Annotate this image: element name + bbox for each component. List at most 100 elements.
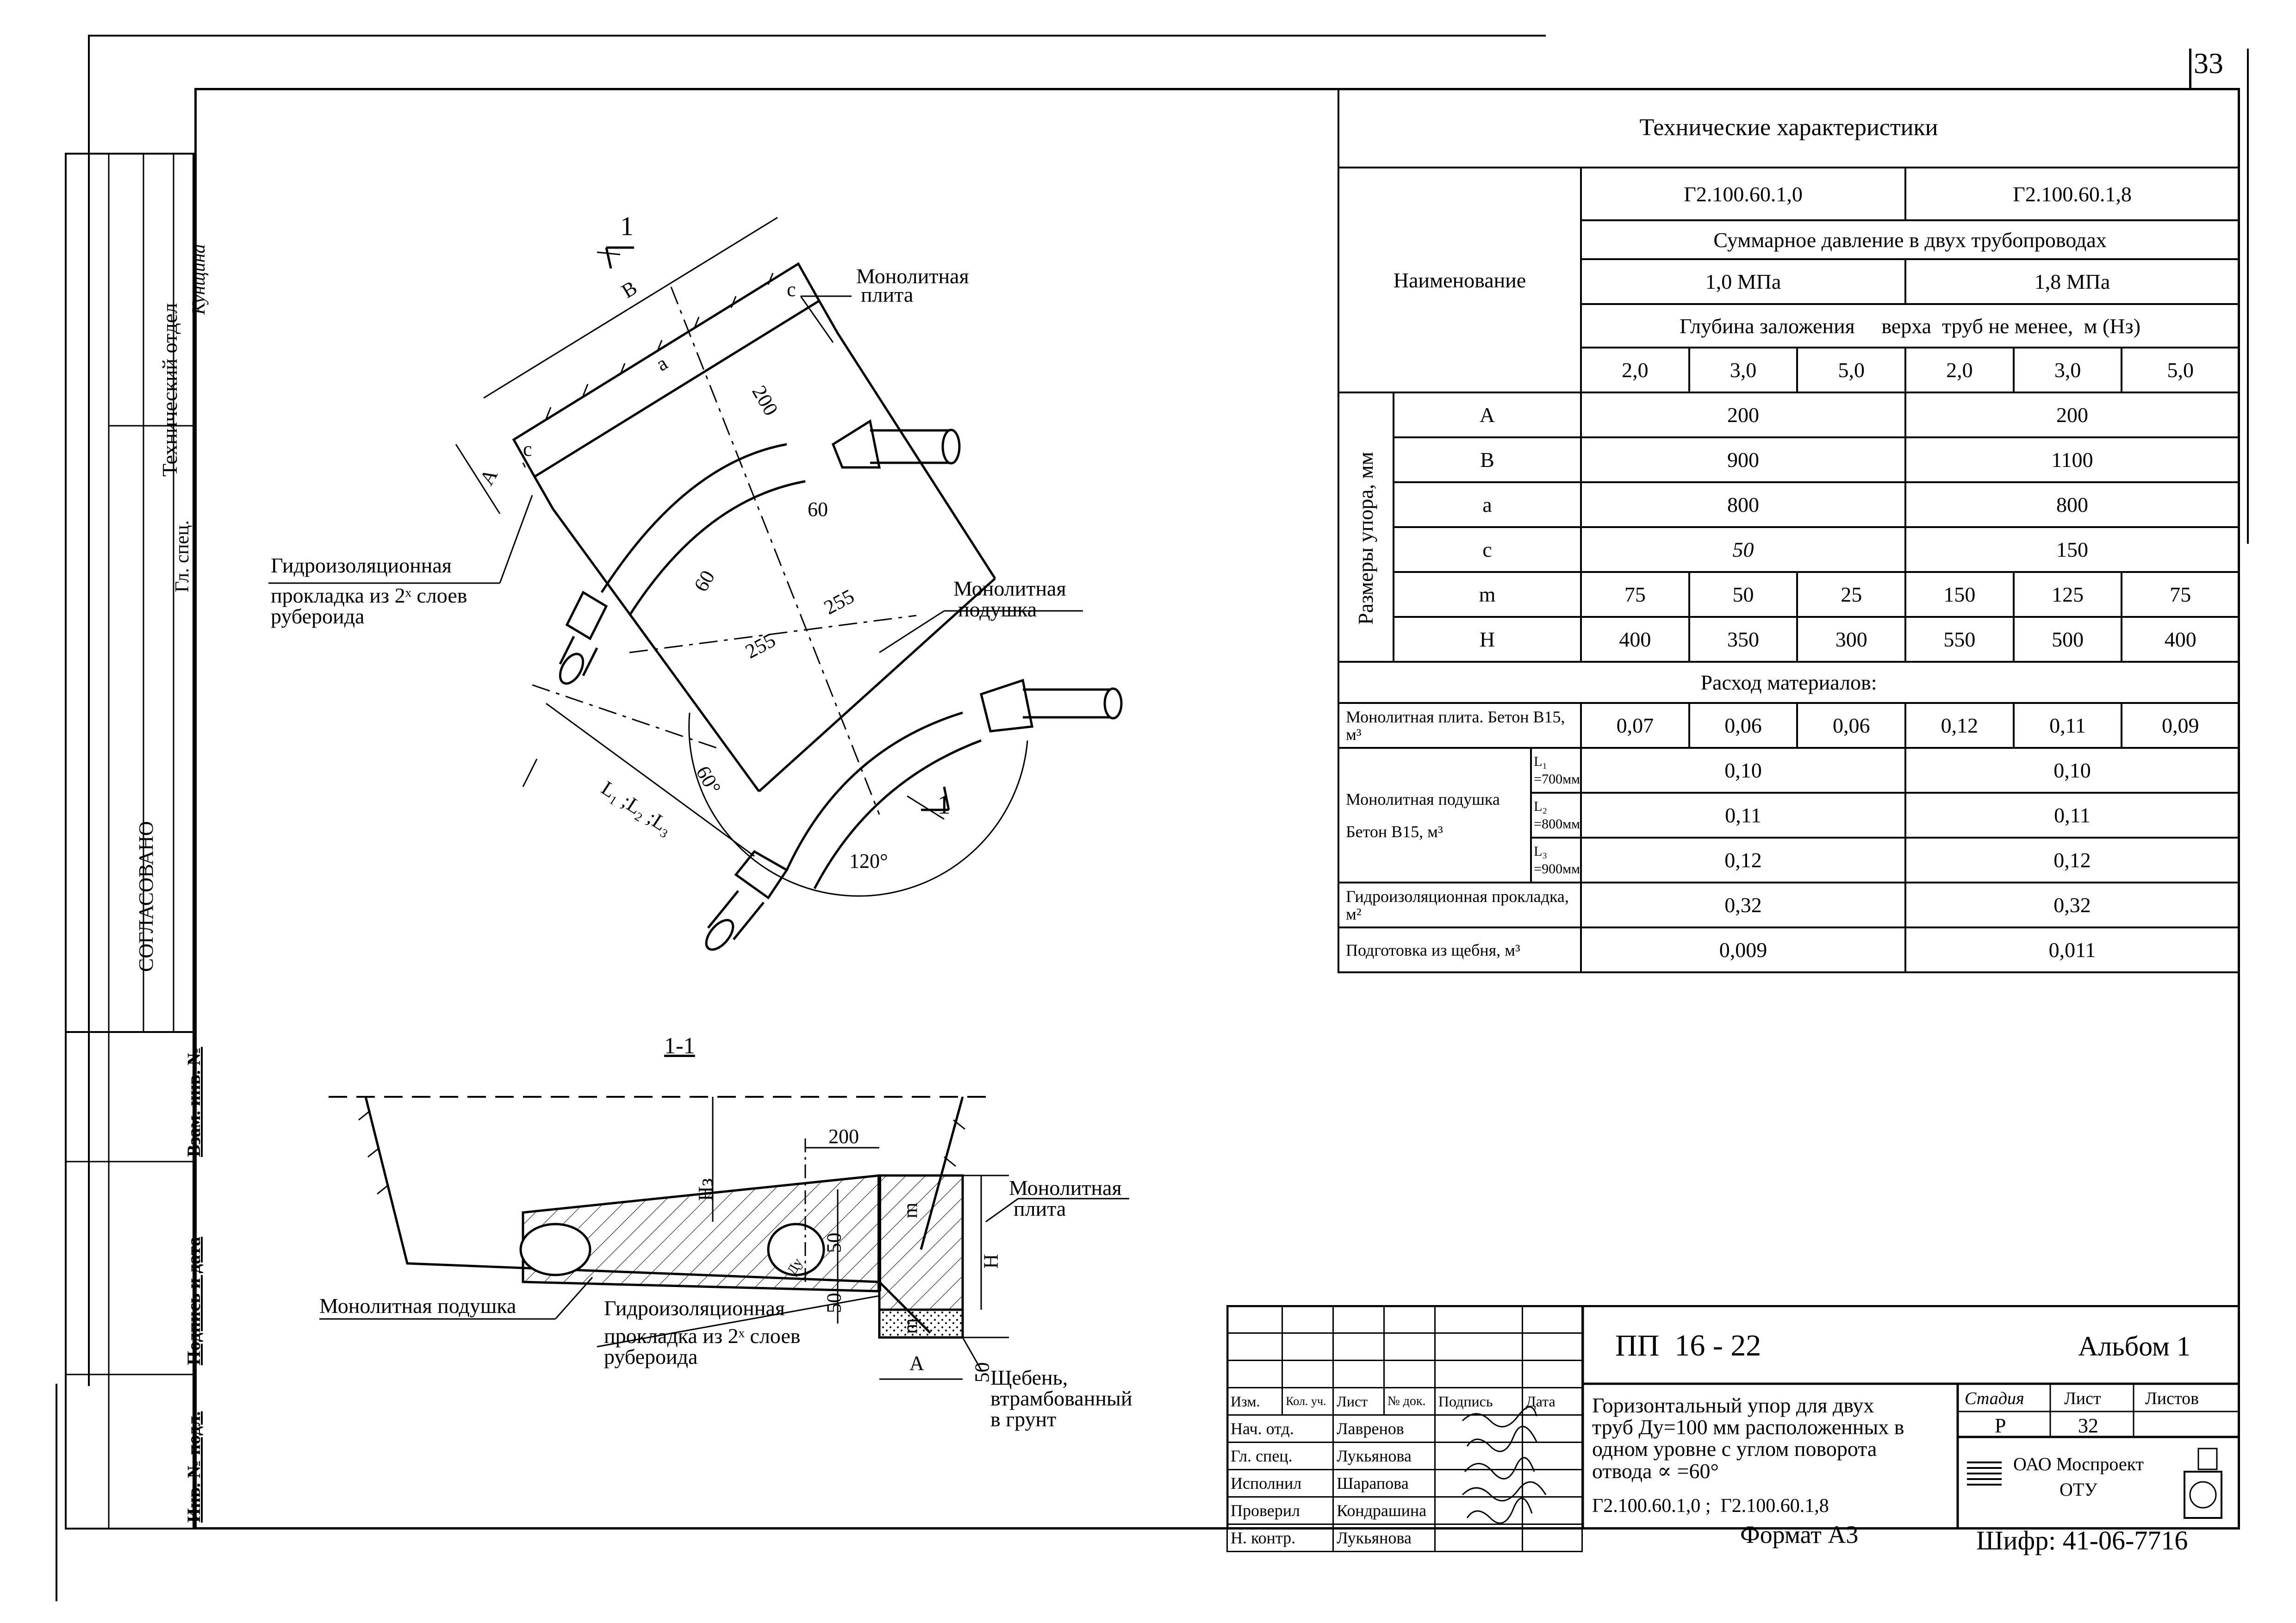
org-logo-icon xyxy=(1967,1458,2002,1488)
outer-frame-left xyxy=(88,35,90,1386)
tech-row-h-val: 550 xyxy=(1904,616,2015,663)
tech-row-v2: 800 xyxy=(1904,481,2240,528)
stamp-name: Кондрашина xyxy=(1332,1496,1436,1525)
section-wp-label-2: прокладка из 2ˣ слоев xyxy=(604,1324,801,1348)
plan-section-mark-top: 1 xyxy=(620,211,634,241)
tech-gravel-label: Подготовка из щебня, м³ xyxy=(1337,927,1582,973)
org-name-2: ОТУ xyxy=(2060,1479,2097,1500)
tech-waterproof-v2: 0,32 xyxy=(1904,882,2240,928)
tech-row-name: А xyxy=(1392,392,1582,438)
tech-row-v2: 200 xyxy=(1904,392,2240,438)
plan-dim-60a: 60 xyxy=(808,498,828,521)
page-number: 33 xyxy=(2194,47,2223,80)
plan-cushion-label-1: Монолитная xyxy=(953,577,1066,600)
section-wp-label-1: Гидроизоляционная xyxy=(604,1296,785,1320)
section-dim-200: 200 xyxy=(828,1125,859,1148)
description-line-1: Горизонтальный упор для двух xyxy=(1592,1393,1874,1417)
tech-row-h-val: 500 xyxy=(2012,616,2123,663)
plan-wp-label-3: рубероида xyxy=(271,604,365,628)
tech-name-col: Наименование xyxy=(1337,167,1582,393)
side-agreed: СОГЛАСОВАНО xyxy=(135,821,157,972)
section-dim-m1: m xyxy=(899,1202,922,1219)
tech-cushion-v2: 0,11 xyxy=(1904,792,2240,839)
tech-row-v1: 50 xyxy=(1580,526,1907,573)
stamp-header: Подпись xyxy=(1434,1387,1523,1416)
tech-slab-val: 0,06 xyxy=(1796,702,1907,749)
side-sign-date: Подпись и дата xyxy=(183,1237,204,1365)
tech-row-v1: 900 xyxy=(1580,436,1907,483)
page-number-box xyxy=(2189,49,2242,90)
section-slab-label-2: плита xyxy=(1014,1197,1066,1220)
stamp-signature xyxy=(1434,1442,1523,1470)
tech-row-m-name: m xyxy=(1392,571,1582,618)
side-head-spec: Гл. спец. xyxy=(172,520,193,592)
tech-row-m-val: 125 xyxy=(2012,571,2123,618)
tech-row-h-name: Н xyxy=(1392,616,1582,663)
tech-variant-2: Г2.100.60.1,8 xyxy=(1904,167,2240,221)
section-title: 1-1 xyxy=(664,1032,695,1058)
sheets-header: Листов xyxy=(2145,1389,2199,1408)
section-gravel-1: Щебень, xyxy=(990,1366,1068,1389)
side-inv-replace: Взам. инв. № xyxy=(183,1047,204,1157)
stamp-name: Лукьянова xyxy=(1332,1442,1436,1470)
plan-wp-label-2: прокладка из 2ˣ слоев xyxy=(271,584,467,607)
tech-slab-val: 0,06 xyxy=(1688,702,1798,749)
tech-row-name: а xyxy=(1392,481,1582,528)
tech-slab-val: 0,07 xyxy=(1580,702,1690,749)
tech-depth-0: 2,0 xyxy=(1580,347,1690,393)
tech-cushion-len: L₃ =900мм xyxy=(1530,837,1582,883)
outer-frame-top xyxy=(88,35,1546,37)
stamp-name: Лавренов xyxy=(1332,1414,1436,1443)
tech-variant-1: Г2.100.60.1,0 xyxy=(1580,167,1907,221)
section-dim-h: Н xyxy=(979,1254,1002,1269)
section-wp-label-3: рубероида xyxy=(604,1345,698,1368)
stamp-header: Кол. уч. xyxy=(1282,1387,1334,1416)
tech-depth-2: 5,0 xyxy=(1796,347,1907,393)
tech-row-v2: 150 xyxy=(1904,526,2240,573)
tech-cushion-label: Монолитная подушка Бетон В15, м³ xyxy=(1337,747,1532,883)
section-dim-hz: Нз xyxy=(694,1178,717,1201)
stamp-signature xyxy=(1434,1524,1523,1552)
org-name-1: ОАО Моспроект xyxy=(2013,1454,2144,1474)
stamp-header: Дата xyxy=(1521,1387,1583,1416)
tech-waterproof-label: Гидроизоляционная прокладка, м² xyxy=(1337,882,1582,928)
plan-slab-label-2: плита xyxy=(861,283,914,306)
stamp-signature xyxy=(1434,1414,1523,1443)
description-line-2: труб Ду=100 мм расположенных в xyxy=(1592,1415,1904,1439)
tech-gravel-v1: 0,009 xyxy=(1580,927,1907,973)
stage-header: Стадия xyxy=(1965,1389,2024,1408)
stamp-name: Шарапова xyxy=(1332,1469,1436,1498)
side-signatory: Кунщина xyxy=(188,244,209,315)
section-dim-50b: 50 xyxy=(822,1293,846,1313)
side-department: Технический отдел xyxy=(158,303,181,477)
tech-total-pressure: Суммарное давление в двух трубопроводах xyxy=(1580,219,2240,260)
stamp-role: Гл. спец. xyxy=(1226,1442,1334,1470)
stamp-table: Изм. Кол. уч. Лист № док. Подпись Дата Н… xyxy=(1226,1305,1583,1552)
tech-row-h-val: 300 xyxy=(1796,616,1907,663)
tech-pressure-2: 1,8 МПа xyxy=(1904,258,2240,305)
section-dim-A: А xyxy=(909,1352,924,1374)
plan-cushion-label-2: подушка xyxy=(958,597,1037,621)
sheet-header: Лист xyxy=(2064,1389,2101,1408)
outer-frame-left-lower xyxy=(56,1384,57,1601)
tech-cushion-v1: 0,12 xyxy=(1580,837,1907,883)
tech-cushion-len: L₂ =800мм xyxy=(1530,792,1582,839)
tech-depth-5: 5,0 xyxy=(2121,347,2240,393)
stage-value: Р xyxy=(1995,1414,2006,1437)
tech-cushion-v2: 0,12 xyxy=(1904,837,2240,883)
description-line-5: Г2.100.60.1,0 ; Г2.100.60.1,8 xyxy=(1592,1495,1829,1517)
tech-table: Технические характеристики Наименование … xyxy=(1337,88,2240,973)
tech-slab-val: 0,12 xyxy=(1904,702,2015,749)
tech-row-h-val: 400 xyxy=(2121,616,2240,663)
plan-angle-120: 120° xyxy=(849,850,888,872)
tech-gravel-v2: 0,011 xyxy=(1904,927,2240,973)
tech-waterproof-v1: 0,32 xyxy=(1580,882,1907,928)
section-gravel-3: в грунт xyxy=(990,1407,1057,1431)
tech-depth-4: 3,0 xyxy=(2012,347,2123,393)
stamp-role: Н. контр. xyxy=(1226,1524,1334,1552)
tech-row-v1: 800 xyxy=(1580,481,1907,528)
tech-row-h-val: 400 xyxy=(1580,616,1690,663)
tech-cushion-v1: 0,11 xyxy=(1580,792,1907,839)
tech-slab-val: 0,09 xyxy=(2121,702,2240,749)
tech-row-name: В xyxy=(1392,436,1582,483)
